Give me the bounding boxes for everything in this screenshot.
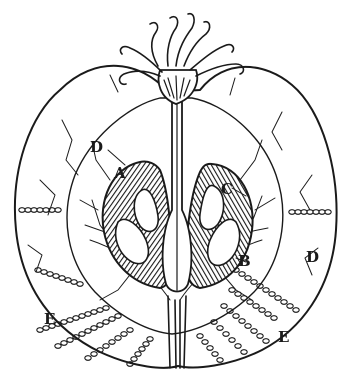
- seed-chain-mid-left: [35, 268, 83, 287]
- label-e-right: E: [278, 328, 289, 346]
- calyx-cup: [159, 70, 198, 104]
- seed-chain-lower-left-4: [127, 337, 153, 367]
- label-a: A: [113, 164, 126, 182]
- label-d-upper: D: [90, 138, 103, 156]
- seed-chain-upper-left: [19, 208, 61, 213]
- seed-chain-right-3: [221, 304, 269, 344]
- label-c: C: [221, 180, 233, 198]
- label-e-left: E: [44, 310, 55, 328]
- seed-chain-lower-left-2: [55, 314, 121, 349]
- seed-chain-right-5: [197, 334, 223, 363]
- label-d-right: D: [306, 248, 319, 266]
- seed-chain-right-1: [233, 268, 299, 313]
- label-b: B: [238, 252, 251, 270]
- seed-chain-right-4: [211, 320, 247, 355]
